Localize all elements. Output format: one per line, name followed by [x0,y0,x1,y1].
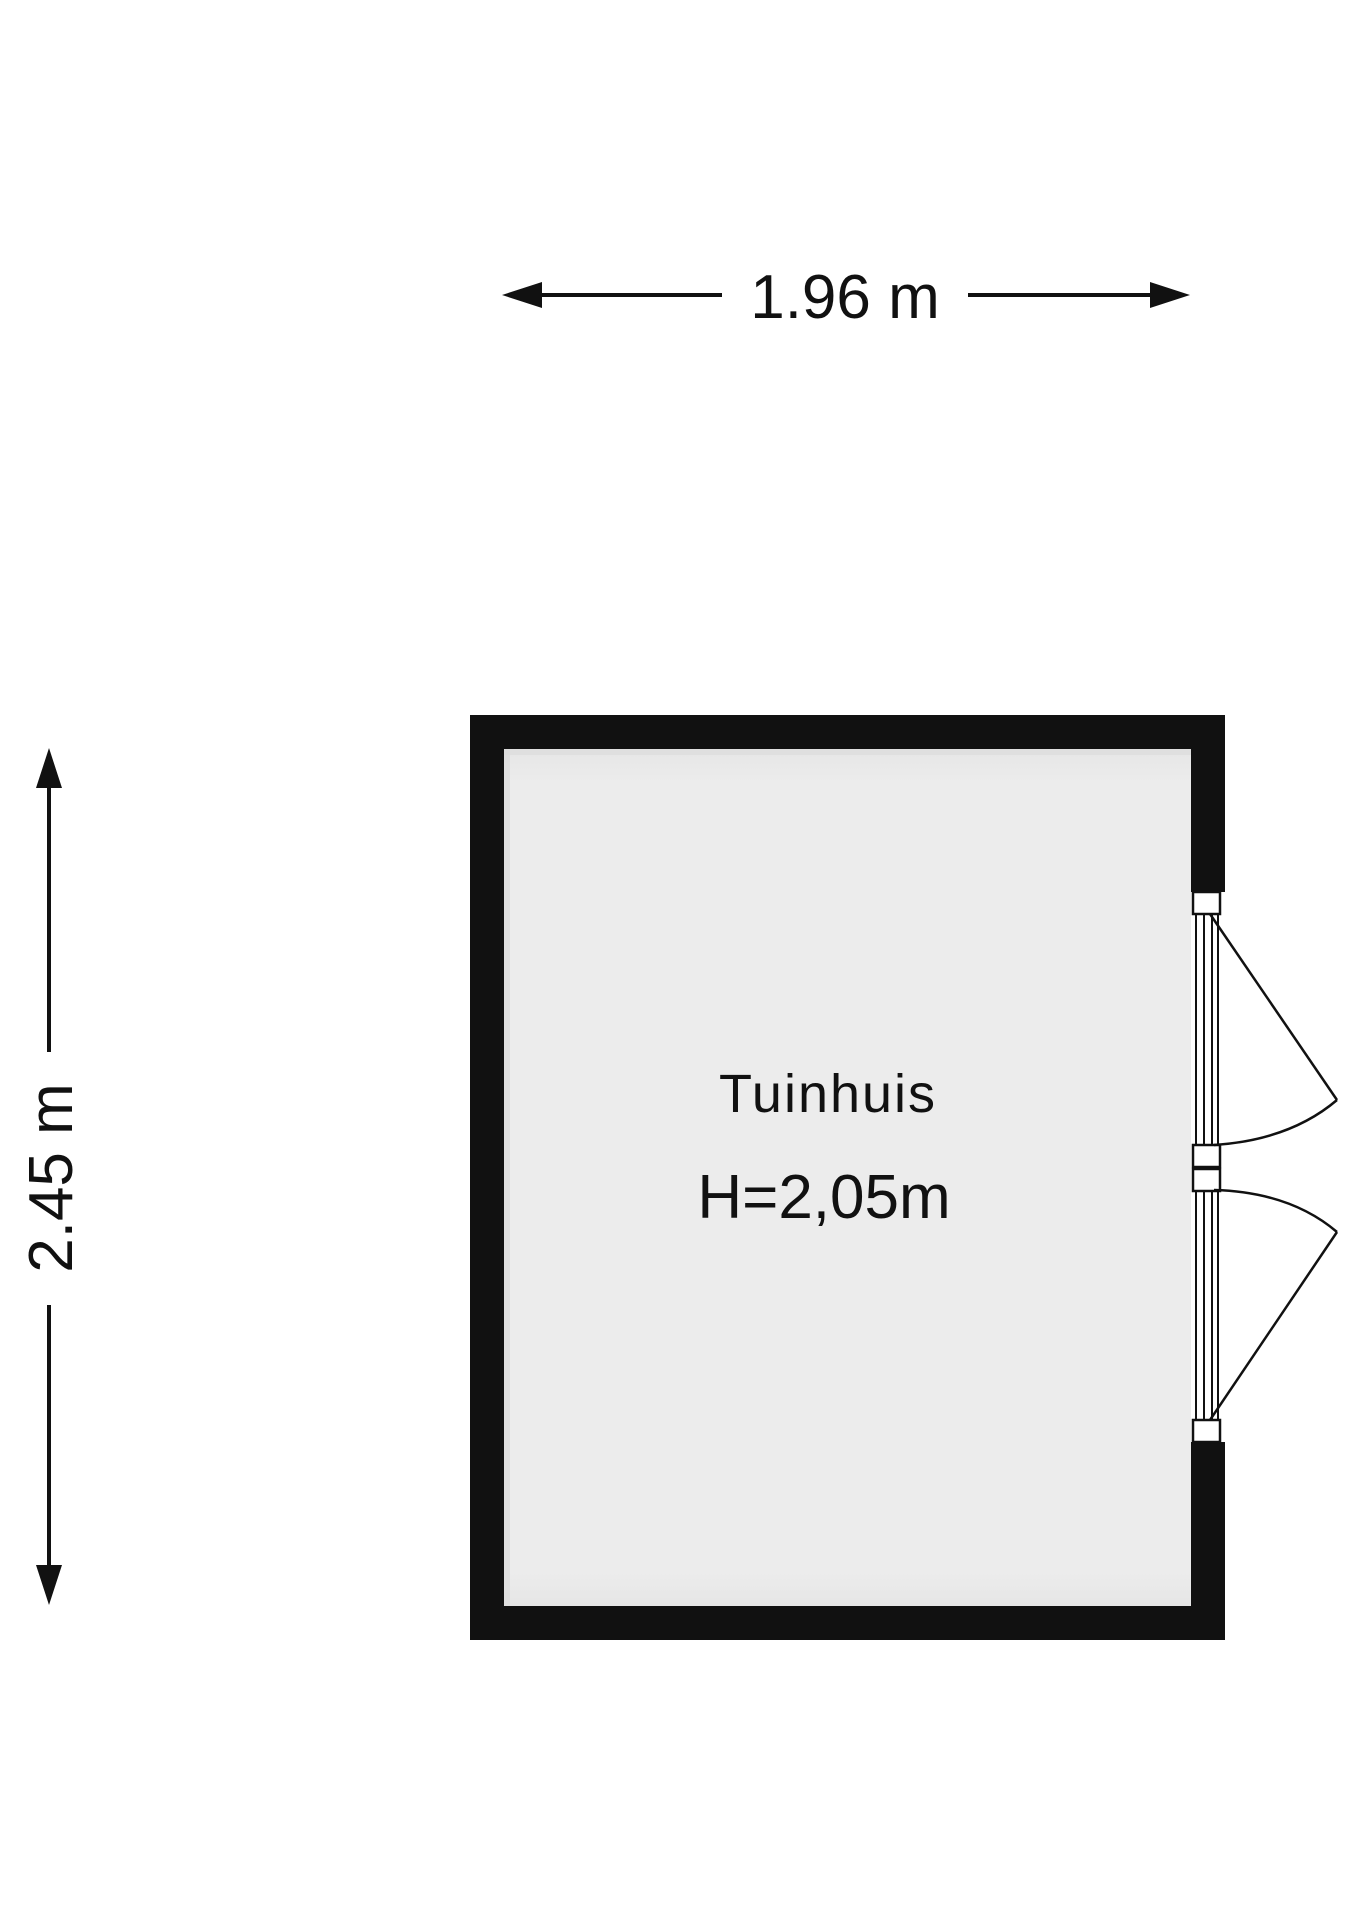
height-dimension: 2.45 m [17,748,86,1605]
door-swing-arc-upper [1213,1099,1338,1147]
arrow-down-icon [36,1565,62,1605]
door-swing-arc-lower [1213,1188,1338,1233]
arrow-left-icon [502,282,542,308]
double-door-icon [1191,890,1339,1444]
door-post-mid-top [1191,1143,1222,1169]
door-frame-lower [1195,1191,1219,1420]
room-ceiling-height: H=2,05m [697,1163,950,1232]
width-dimension-label: 1.96 m [750,263,940,332]
width-dimension: 1.96 m [502,263,1190,332]
room-floor [504,749,1191,1606]
door-leaf-lower [1208,1231,1339,1421]
height-dimension-label: 2.45 m [17,1083,86,1273]
room-name: Tuinhuis [719,1064,937,1124]
door-post-top [1191,890,1222,916]
floor-shadow-top [504,749,1191,755]
door-post-bottom [1191,1418,1222,1444]
door-leaf-upper [1208,913,1339,1101]
door-post-mid-bottom [1191,1167,1222,1193]
floor-shadow-left [504,749,510,1606]
arrow-up-icon [36,748,62,788]
arrow-right-icon [1150,282,1190,308]
door-frame-upper [1195,914,1219,1145]
